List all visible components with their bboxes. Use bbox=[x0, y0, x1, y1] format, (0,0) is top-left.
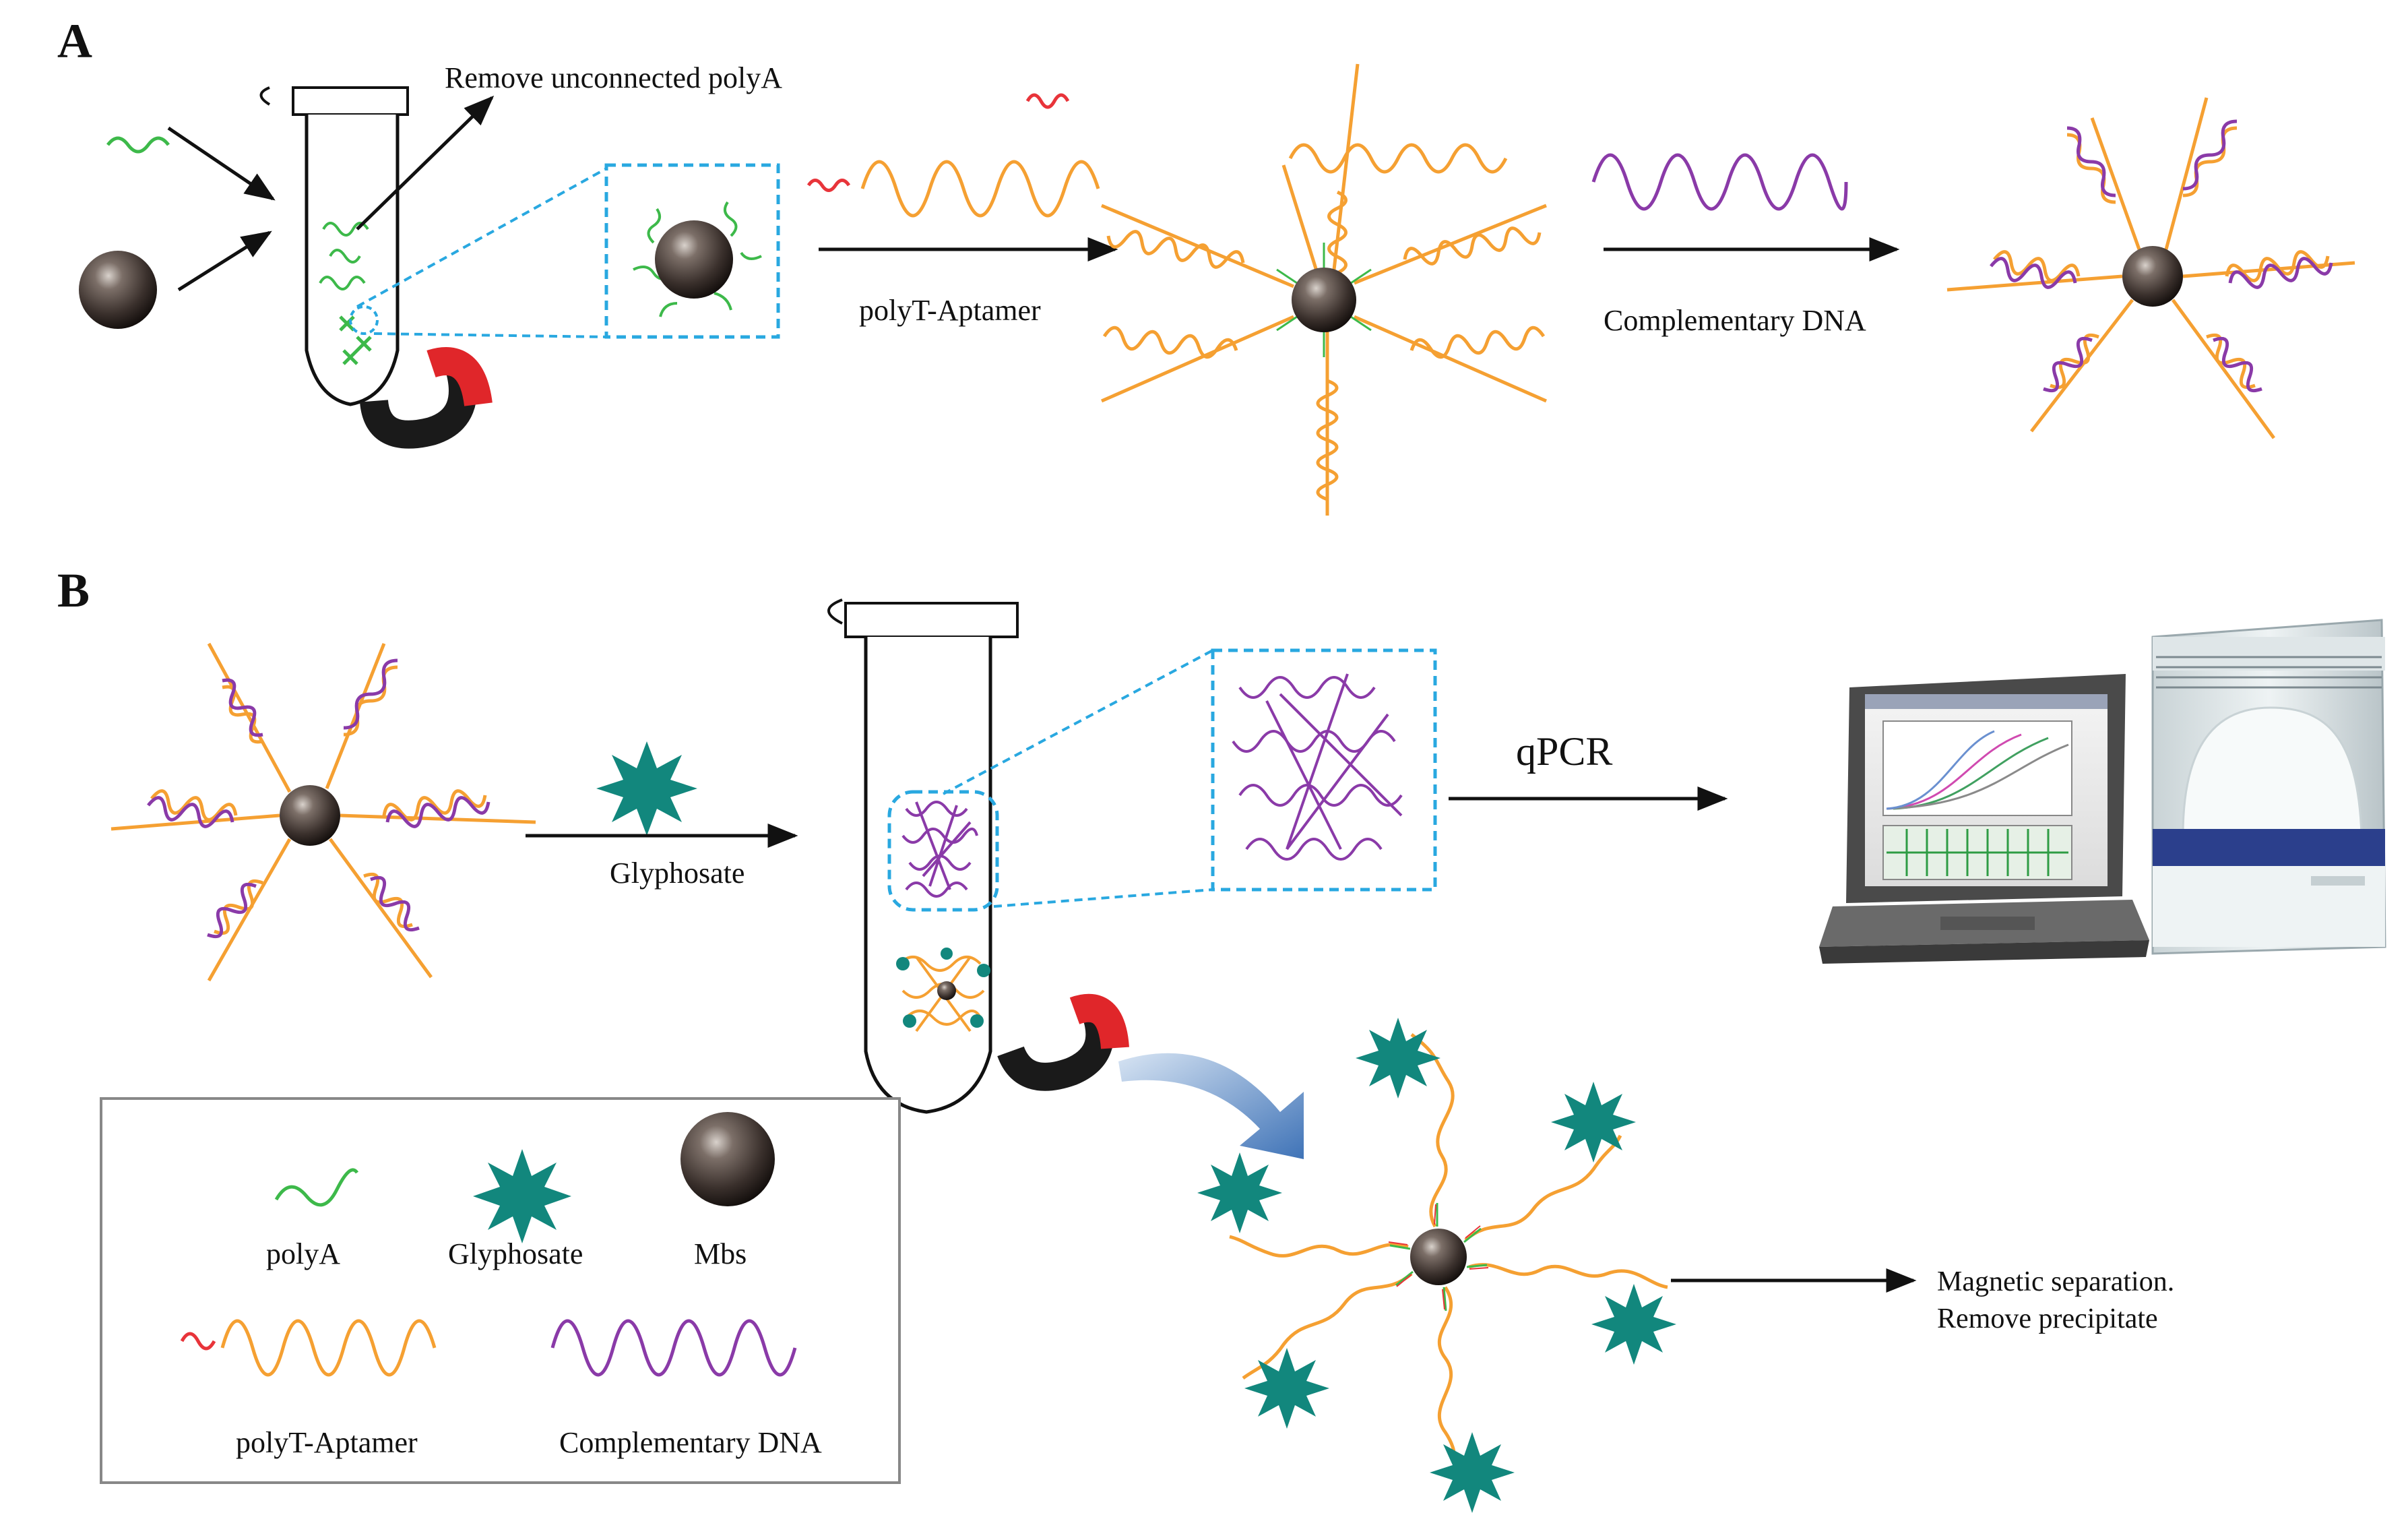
label-polyt-aptamer: polyT-Aptamer bbox=[859, 294, 1041, 327]
bound-glyphosate-stars bbox=[1197, 1018, 1676, 1513]
legend-glyphosate-label: Glyphosate bbox=[448, 1237, 583, 1270]
hybridized-complex-a bbox=[1946, 97, 2355, 439]
label-glyphosate: Glyphosate bbox=[610, 857, 744, 890]
magnet-a-icon bbox=[360, 347, 493, 449]
polya-strand-icon bbox=[106, 136, 170, 154]
label-qpcr: qPCR bbox=[1516, 729, 1612, 774]
label-complementary-dna: Complementary DNA bbox=[1604, 304, 1866, 337]
bead-with-polya-zoom bbox=[633, 201, 762, 317]
legend-complementary-dna-icon bbox=[550, 1319, 797, 1377]
bead-aptamer-complex bbox=[1025, 63, 1548, 516]
legend-box: polyA Glyphosate Mbs polyT-Aptamer Compl… bbox=[100, 1097, 901, 1484]
polyt-aptamer-body bbox=[860, 160, 1100, 218]
laptop-image bbox=[1819, 674, 2149, 964]
polyt-aptamer-strand bbox=[806, 179, 851, 192]
legend-glyphosate-icon bbox=[473, 1149, 571, 1243]
tube-a bbox=[259, 86, 409, 406]
legend-mbs-label: Mbs bbox=[694, 1237, 747, 1270]
aptamer-glyphosate-complex bbox=[1229, 1033, 1668, 1474]
panel-b-letter: B bbox=[57, 563, 90, 617]
legend-polyt-aptamer-tail bbox=[180, 1332, 216, 1351]
glyphosate-icon bbox=[596, 741, 697, 836]
zoom-box-a bbox=[604, 163, 780, 339]
arrow-remove-polya bbox=[356, 95, 495, 230]
panel-a-letter: A bbox=[57, 14, 92, 68]
complementary-dna-strand bbox=[1591, 153, 1848, 211]
zoom-lines-a bbox=[356, 167, 607, 338]
legend-polya-label: polyA bbox=[266, 1237, 340, 1270]
zoom-lines-b bbox=[943, 649, 1213, 908]
magnet-b-icon bbox=[997, 993, 1129, 1091]
legend-polyt-aptamer-icon bbox=[220, 1319, 437, 1377]
arrow-bead-to-tube bbox=[177, 230, 272, 292]
curved-arrow bbox=[1118, 1053, 1304, 1159]
zoom-box-b bbox=[1211, 648, 1437, 892]
label-magnetic-separation-1: Magnetic separation. bbox=[1937, 1266, 2174, 1297]
legend-polyt-aptamer-label: polyT-Aptamer bbox=[236, 1426, 418, 1459]
magnetic-bead-icon bbox=[79, 251, 157, 329]
qpcr-machine-image bbox=[2151, 619, 2386, 955]
label-remove-polya: Remove unconnected polyA bbox=[445, 61, 782, 94]
legend-polya-icon bbox=[274, 1168, 359, 1207]
hybridized-complex-b bbox=[110, 642, 536, 982]
legend-mbs-icon bbox=[680, 1112, 775, 1206]
arrow-polya-to-tube bbox=[167, 126, 276, 201]
legend-complementary-dna-label: Complementary DNA bbox=[559, 1426, 822, 1459]
tube-b bbox=[827, 598, 1019, 1114]
label-magnetic-separation-2: Remove precipitate bbox=[1937, 1303, 2158, 1334]
released-complementary-dna bbox=[1232, 673, 1403, 861]
